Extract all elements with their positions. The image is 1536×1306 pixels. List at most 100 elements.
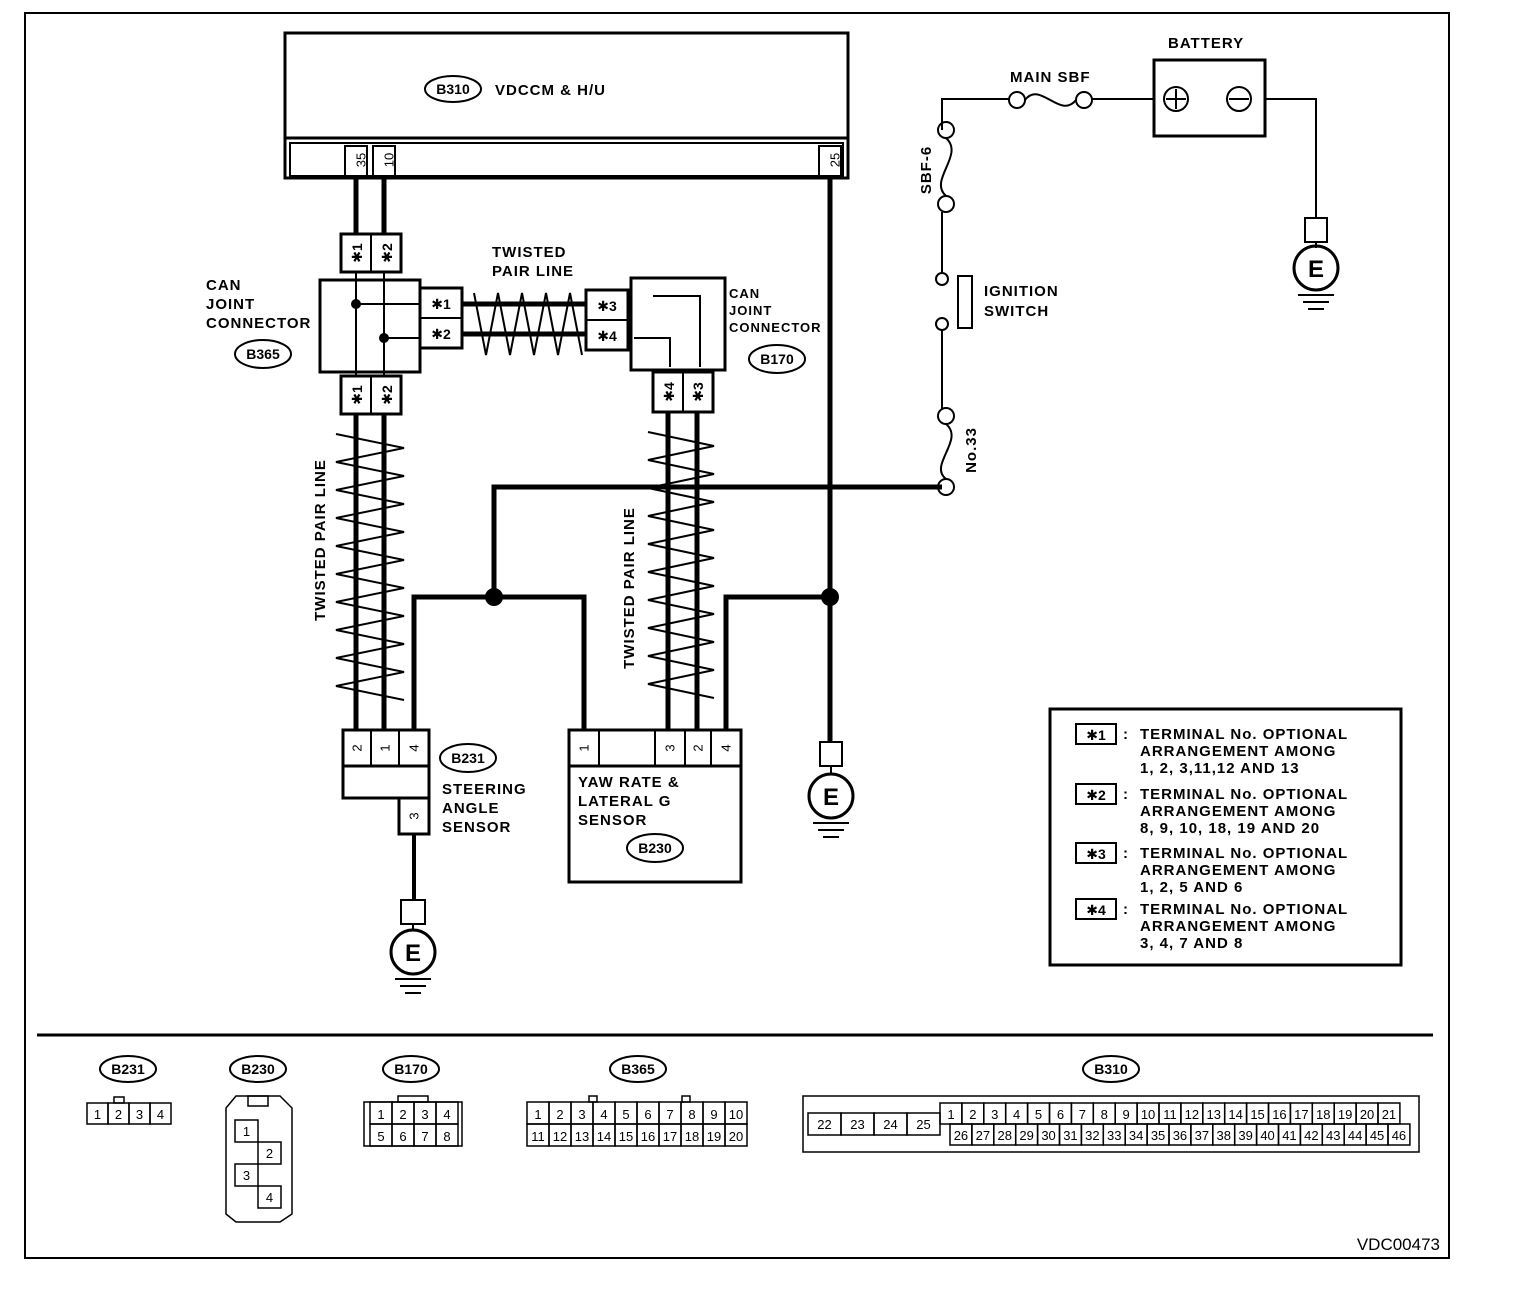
view-b365-pin: 12 <box>553 1129 567 1144</box>
figure-id: VDC00473 <box>1357 1235 1440 1254</box>
legend-text: ARRANGEMENT AMONG <box>1140 743 1336 760</box>
view-b310-pin: 22 <box>817 1117 831 1132</box>
view-b230-pin: 4 <box>266 1190 273 1205</box>
legend-sep: : <box>1123 726 1129 743</box>
view-b365-pin: 16 <box>641 1129 655 1144</box>
view-b230-cell <box>257 1141 282 1165</box>
view-b170-pin: 3 <box>421 1107 428 1122</box>
view-b365-pin: 11 <box>531 1129 545 1144</box>
view-b231-code: B231 <box>111 1061 145 1077</box>
view-b310-pin: 45 <box>1370 1128 1384 1143</box>
legend-text: TERMINAL No. OPTIONAL <box>1140 845 1348 862</box>
view-b230-cell <box>234 1119 259 1143</box>
view-b231-pin: 1 <box>94 1107 101 1122</box>
battery-label: BATTERY <box>1168 35 1244 52</box>
view-b310-pin: 37 <box>1195 1128 1209 1143</box>
view-b310-pin: 20 <box>1360 1107 1374 1122</box>
b170-name-line-1: CAN <box>729 286 760 301</box>
b230-pin-2: 2 <box>691 744 706 751</box>
view-b365-pin: 14 <box>597 1129 611 1144</box>
view-b310-pin: 16 <box>1272 1107 1286 1122</box>
view-b310-pin: 38 <box>1217 1128 1231 1143</box>
b231-pin-1: 1 <box>378 744 393 751</box>
view-b310-pin: 42 <box>1304 1128 1318 1143</box>
view-b365-pin: 20 <box>729 1129 743 1144</box>
view-b310-pin: 13 <box>1207 1107 1221 1122</box>
view-b231-cell <box>149 1102 172 1125</box>
fuse-no33-label: No.33 <box>963 427 980 473</box>
view-b310-pin: 15 <box>1250 1107 1264 1122</box>
b230-code: B230 <box>638 840 672 856</box>
svg-text:E: E <box>405 940 421 967</box>
view-b310-pin: 6 <box>1057 1107 1064 1122</box>
view-b365-pin: 17 <box>663 1129 677 1144</box>
view-b310-cell <box>1387 1123 1411 1146</box>
ground-symbol: E <box>389 899 437 994</box>
twisted-top-label-1: TWISTED <box>492 244 567 261</box>
view-b310-oval <box>1082 1055 1140 1083</box>
view-b365-pin: 3 <box>578 1107 585 1122</box>
view-b310-pin: 31 <box>1063 1128 1077 1143</box>
legend-text: ARRANGEMENT AMONG <box>1140 918 1336 935</box>
view-b310-pin: 4 <box>1013 1107 1020 1122</box>
view-b365-pin: 4 <box>600 1107 607 1122</box>
twisted-pair-left <box>335 433 405 701</box>
view-b310-pin: 21 <box>1382 1107 1396 1122</box>
view-b310-pin: 9 <box>1123 1107 1130 1122</box>
b365-joint-connector: ✱1 ✱2 ✱1 ✱2 ✱1 ✱2 CAN JOINT CONNECTOR B3… <box>206 232 464 416</box>
view-b365-pin: 8 <box>688 1107 695 1122</box>
b365-bottom-pin-1: ✱1 <box>349 385 365 405</box>
b231-steering-angle-sensor: 2 1 4 3 B231 STEERING ANGLE SENSOR <box>341 728 526 836</box>
view-b231-pin: 4 <box>157 1107 164 1122</box>
twisted-pair-right <box>647 431 715 699</box>
view-b230-pin: 1 <box>243 1124 250 1139</box>
view-b365-pin: 10 <box>729 1107 743 1122</box>
b170-bottom-pin-3: ✱3 <box>690 382 706 402</box>
view-b310-pin: 39 <box>1238 1128 1252 1143</box>
legend-text: TERMINAL No. OPTIONAL <box>1140 726 1348 743</box>
b170-bottom-pin-4: ✱4 <box>661 382 677 402</box>
b310-module: 35 10 25 B310 VDCCM & H/U <box>283 31 850 180</box>
view-b310-pin: 27 <box>976 1128 990 1143</box>
view-b230-oval <box>229 1055 287 1083</box>
b365-name-line-2: JOINT <box>206 296 255 313</box>
view-b310-pin: 33 <box>1107 1128 1121 1143</box>
view-b230-pin: 2 <box>266 1146 273 1161</box>
view-b170-pin: 6 <box>399 1129 406 1144</box>
view-b310-pin: 30 <box>1041 1128 1055 1143</box>
view-b310-pin: 11 <box>1163 1107 1177 1122</box>
view-b365-key <box>681 1095 691 1103</box>
b365-name-line-1: CAN <box>206 277 242 294</box>
splice-point <box>821 588 839 606</box>
view-b310-pin: 26 <box>954 1128 968 1143</box>
view-b170-cell <box>435 1123 459 1147</box>
b170-left-pin-3: ✱3 <box>597 298 617 314</box>
b170-code: B170 <box>760 351 794 367</box>
b310-code: B310 <box>436 81 470 97</box>
view-b310-pin: 8 <box>1101 1107 1108 1122</box>
svg-text:E: E <box>823 784 839 811</box>
b170-name-line-2: JOINT <box>729 303 772 318</box>
view-b365-pin: 2 <box>556 1107 563 1122</box>
view-b230-pin: 3 <box>243 1168 250 1183</box>
view-b310-pin: 7 <box>1079 1107 1086 1122</box>
view-b310-pin: 29 <box>1019 1128 1033 1143</box>
ground-symbol: E <box>1292 217 1340 310</box>
b230-yaw-rate-sensor: 1 3 2 4 YAW RATE & LATERAL G SENSOR B230 <box>567 728 743 884</box>
b365-name-line-3: CONNECTOR <box>206 315 311 332</box>
view-b310-pin: 34 <box>1129 1128 1143 1143</box>
view-b310-pin: 46 <box>1392 1128 1406 1143</box>
view-b365-key <box>588 1095 598 1103</box>
b365-top-pin-1: ✱1 <box>349 243 365 263</box>
b365-code: B365 <box>246 346 280 362</box>
view-b310-pin: 5 <box>1035 1107 1042 1122</box>
legend-text: 3, 4, 7 AND 8 <box>1140 935 1243 952</box>
view-b170-pin: 4 <box>443 1107 450 1122</box>
view-b310-pin: 43 <box>1326 1128 1340 1143</box>
view-b310-pin: 25 <box>916 1117 930 1132</box>
legend-mark-3: ✱3 <box>1086 846 1106 862</box>
view-b231-pin: 2 <box>115 1107 122 1122</box>
